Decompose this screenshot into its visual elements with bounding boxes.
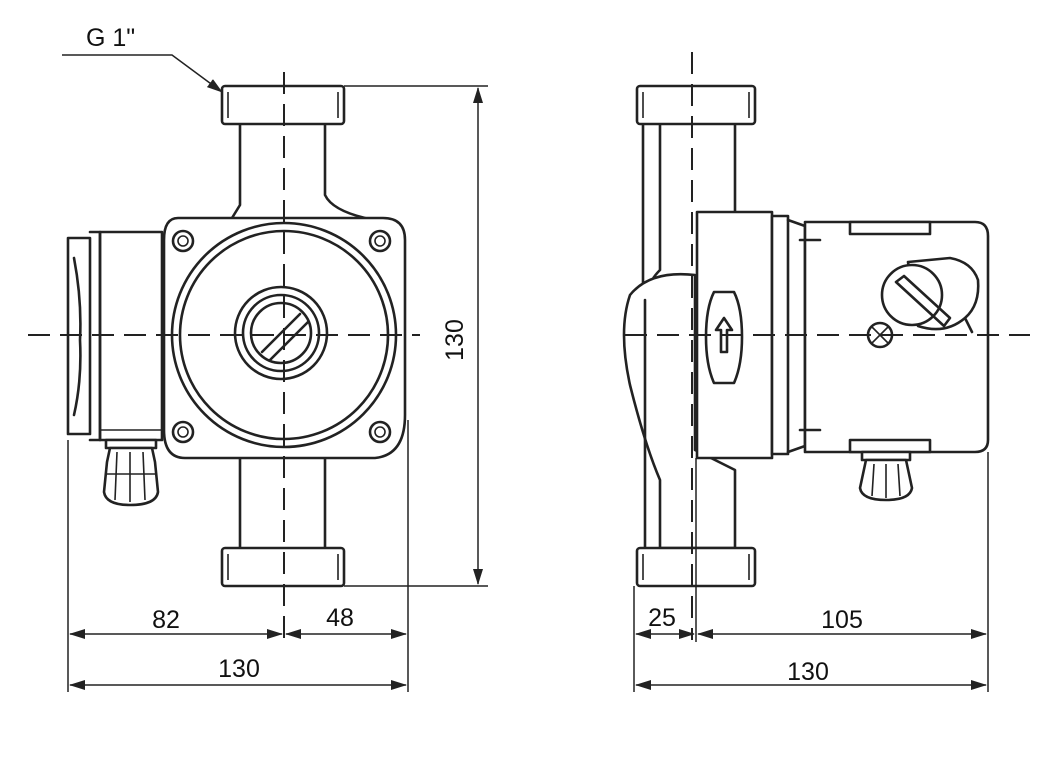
- side-volute-bulge: [622, 272, 737, 550]
- front-total-width-label: 130: [218, 655, 260, 683]
- flow-direction-arrow-icon: [704, 290, 744, 385]
- vent-screw-icon: [233, 285, 329, 381]
- front-right-width-label: 48: [326, 604, 354, 632]
- side-top-thread-nut: [635, 84, 757, 126]
- cable-gland-front: [102, 438, 160, 507]
- side-motor-dim-label: 105: [821, 606, 863, 634]
- housing-bolts: [171, 229, 392, 444]
- front-height-dim-label: 130: [441, 319, 469, 361]
- thread-label: G 1": [86, 24, 135, 52]
- side-motor-bottom-rib: [848, 438, 932, 454]
- side-motor-top-rib: [848, 220, 932, 236]
- side-view: 25 105 130: [622, 52, 1030, 692]
- front-left-width-label: 82: [152, 606, 180, 634]
- side-motor-body: [803, 220, 990, 454]
- front-view: G 1" 130 82 48 130: [28, 24, 488, 692]
- side-total-width-label: 130: [787, 658, 829, 686]
- cable-gland-side: [858, 450, 914, 502]
- front-lower-pipe: [238, 456, 327, 550]
- front-upper-pipe: [230, 122, 367, 220]
- thread-leader-line: [62, 54, 223, 93]
- side-flange-dim-label: 25: [648, 604, 676, 632]
- speed-selector-knob-icon: [880, 256, 980, 334]
